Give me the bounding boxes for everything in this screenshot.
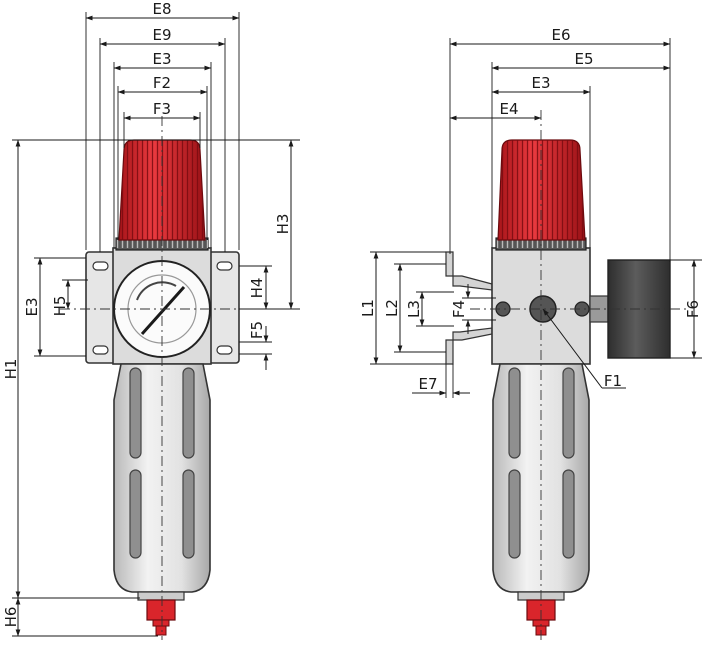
dim-label-e8: E8	[152, 0, 171, 18]
dim-label-e5: E5	[574, 50, 593, 68]
dim-label-h5: H5	[51, 296, 69, 317]
drain-valve	[146, 599, 176, 621]
dim-label-e7: E7	[418, 375, 437, 393]
dim-label-l2: L2	[383, 299, 401, 317]
dim-label-f2: F2	[153, 74, 171, 92]
dim-label-l1: L1	[359, 299, 377, 317]
right-side-view	[445, 110, 690, 640]
dim-label-f5: F5	[248, 321, 266, 339]
dim-label-e4: E4	[499, 100, 518, 118]
left-front-view	[60, 116, 270, 640]
dim-label-e9: E9	[152, 26, 171, 44]
dim-label-f3: F3	[153, 100, 171, 118]
dim-label-e3-vertical: E3	[23, 297, 41, 316]
dim-label-e6: E6	[551, 26, 570, 44]
mount-slot-bottom-left	[92, 345, 109, 355]
dim-label-e3: E3	[152, 50, 171, 68]
dim-label-h4: H4	[248, 278, 266, 299]
mount-slot-top-left	[92, 261, 109, 271]
left-vertical-dimensions: H1 H6 E3 H5 H3 H4 F5	[2, 139, 300, 637]
left-horizontal-dimensions: E8 E9 E3 F2 F3	[85, 0, 240, 252]
right-horizontal-dimensions: E6 E5 E3 E4 E7	[412, 26, 671, 398]
right-vertical-dimensions: L1 L2 L3 F4 F6 F1	[359, 251, 702, 390]
dim-label-h6: H6	[2, 607, 20, 628]
callout-label-f1: F1	[604, 372, 622, 390]
side-adjusting-knob	[497, 139, 586, 241]
mount-slot-bottom-right	[216, 345, 233, 355]
dim-label-e3-side: E3	[531, 74, 550, 92]
drain-cap	[137, 591, 185, 601]
dim-label-f6: F6	[684, 300, 702, 318]
dim-label-f4: F4	[450, 300, 468, 318]
mount-slot-top-right	[216, 261, 233, 271]
dim-label-l3: L3	[405, 300, 423, 318]
dim-label-h1: H1	[2, 359, 20, 380]
gauge-needle-icon	[140, 286, 186, 335]
dim-label-h3: H3	[274, 214, 292, 235]
